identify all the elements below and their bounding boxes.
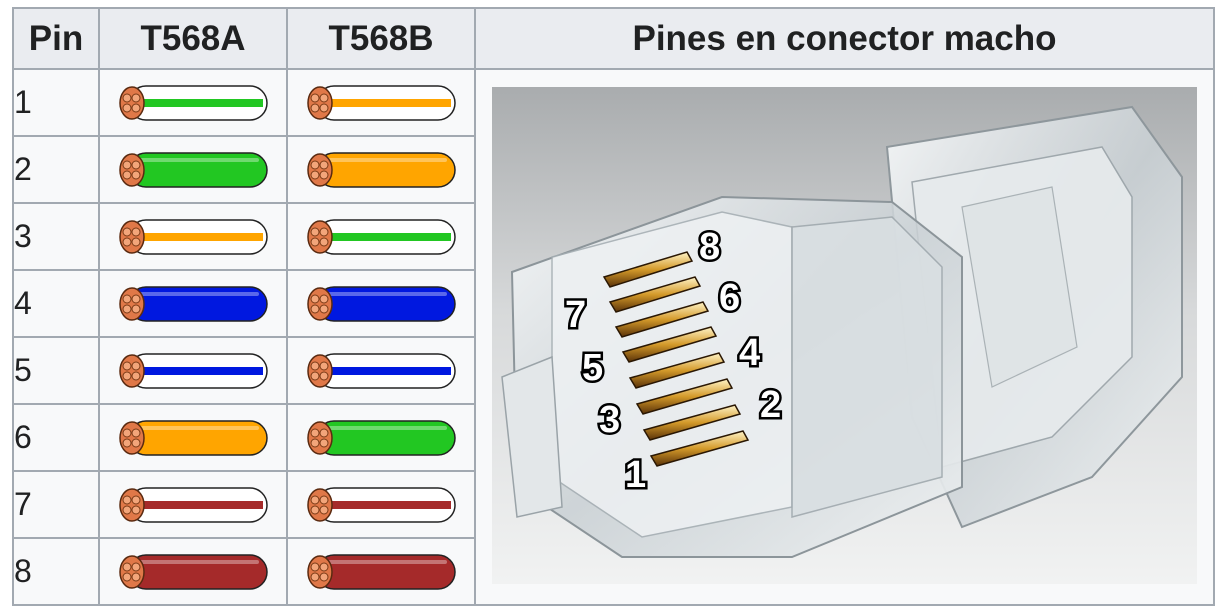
table-row: 3 <box>12 202 1214 271</box>
t568a-wire-1-insulation <box>128 84 268 121</box>
rj45-connector-photo: 1 2 3 4 5 6 7 8 <box>492 87 1197 584</box>
pinout-table: Pin T568A T568B Pines en conector macho … <box>12 7 1215 606</box>
t568a-wire-7-insulation <box>128 486 268 523</box>
table-body: 1 <box>12 68 1215 606</box>
header-row: Pin T568A T568B Pines en conector macho <box>12 7 1215 70</box>
table-row: 6 <box>12 403 1214 472</box>
table-row: 4 <box>12 269 1214 338</box>
t568a-wire-4-insulation <box>128 285 268 322</box>
t568a-wire-4 <box>119 285 268 322</box>
pin-number: 4 <box>12 269 100 338</box>
t568b-wire-cell <box>286 269 476 338</box>
pin-number: 3 <box>12 202 100 271</box>
t568b-wire-2-copper-tip <box>307 152 333 187</box>
pin-label-7: 7 <box>565 294 586 336</box>
pin-label-4: 4 <box>739 332 760 374</box>
t568a-wire-cell <box>98 269 288 338</box>
t568b-wire-cell <box>286 336 476 405</box>
t568b-wire-7-insulation <box>316 486 456 523</box>
t568b-wire-cell <box>286 537 476 606</box>
t568b-wire-cell <box>286 202 476 271</box>
t568a-wire-8-copper-tip <box>119 554 145 589</box>
table-row: 7 <box>12 470 1214 539</box>
t568a-wire-cell <box>98 336 288 405</box>
header-pin: Pin <box>12 7 100 70</box>
t568b-wire-8-copper-tip <box>307 554 333 589</box>
t568a-wire-2 <box>119 151 268 188</box>
t568a-wire-3-insulation <box>128 218 268 255</box>
t568b-wire-2-insulation <box>316 151 456 188</box>
t568a-wire-6 <box>119 419 268 456</box>
t568b-wire-7-copper-tip <box>307 487 333 522</box>
t568b-wire-cell <box>286 470 476 539</box>
t568b-wire-4-copper-tip <box>307 286 333 321</box>
table-row: 8 <box>12 537 1214 606</box>
t568a-wire-8-insulation <box>128 553 268 590</box>
photo-cell: 1 2 3 4 5 6 7 8 <box>474 68 1215 606</box>
t568b-wire-cell <box>286 135 476 204</box>
rj45-connector-illustration: 1 2 3 4 5 6 7 8 <box>492 87 1197 584</box>
t568a-wire-cell <box>98 470 288 539</box>
t568a-wire-2-insulation <box>128 151 268 188</box>
t568a-wire-2-copper-tip <box>119 152 145 187</box>
table-row: 2 <box>12 135 1214 204</box>
pin-number: 8 <box>12 537 100 606</box>
t568b-wire-3 <box>307 218 456 255</box>
t568b-wire-8-insulation <box>316 553 456 590</box>
t568b-wire-2 <box>307 151 456 188</box>
t568b-wire-6-copper-tip <box>307 420 333 455</box>
pin-label-5: 5 <box>582 347 603 389</box>
header-t568b: T568B <box>286 7 476 70</box>
t568a-wire-1-copper-tip <box>119 85 145 120</box>
t568b-wire-1-insulation <box>316 84 456 121</box>
t568b-wire-5-insulation <box>316 352 456 389</box>
t568a-wire-cell <box>98 135 288 204</box>
t568a-wire-1 <box>119 84 268 121</box>
t568b-wire-cell <box>286 403 476 472</box>
t568a-wire-cell <box>98 202 288 271</box>
t568b-wire-cell <box>286 68 476 137</box>
pin-label-8: 8 <box>699 226 720 268</box>
t568b-wire-7 <box>307 486 456 523</box>
t568a-wire-cell <box>98 403 288 472</box>
t568a-wire-cell <box>98 537 288 606</box>
pin-number: 1 <box>12 68 100 137</box>
pin-number: 2 <box>12 135 100 204</box>
t568b-wire-3-copper-tip <box>307 219 333 254</box>
t568b-wire-5-copper-tip <box>307 353 333 388</box>
pin-label-3: 3 <box>599 399 620 441</box>
table-row: 1 <box>12 68 1215 606</box>
t568b-wire-5 <box>307 352 456 389</box>
t568b-wire-1 <box>307 84 456 121</box>
t568a-wire-5-copper-tip <box>119 353 145 388</box>
t568a-wire-cell <box>98 68 288 137</box>
t568b-wire-6 <box>307 419 456 456</box>
t568a-wire-5-insulation <box>128 352 268 389</box>
t568a-wire-3 <box>119 218 268 255</box>
t568b-wire-1-copper-tip <box>307 85 333 120</box>
pin-number: 6 <box>12 403 100 472</box>
t568b-wire-4-insulation <box>316 285 456 322</box>
header-photo: Pines en conector macho <box>474 7 1215 70</box>
header-t568a: T568A <box>98 7 288 70</box>
t568b-wire-6-insulation <box>316 419 456 456</box>
t568b-wire-8 <box>307 553 456 590</box>
pin-label-2: 2 <box>760 384 781 426</box>
t568a-wire-3-copper-tip <box>119 219 145 254</box>
t568b-wire-4 <box>307 285 456 322</box>
t568b-wire-3-insulation <box>316 218 456 255</box>
t568a-wire-6-copper-tip <box>119 420 145 455</box>
t568a-wire-6-insulation <box>128 419 268 456</box>
pin-label-1: 1 <box>625 454 646 496</box>
pin-number: 5 <box>12 336 100 405</box>
t568a-wire-4-copper-tip <box>119 286 145 321</box>
t568a-wire-7-copper-tip <box>119 487 145 522</box>
t568a-wire-7 <box>119 486 268 523</box>
t568a-wire-5 <box>119 352 268 389</box>
gold-contacts <box>602 251 750 467</box>
table-row: 5 <box>12 336 1214 405</box>
pin-label-6: 6 <box>719 277 740 319</box>
pin-number: 7 <box>12 470 100 539</box>
t568a-wire-8 <box>119 553 268 590</box>
